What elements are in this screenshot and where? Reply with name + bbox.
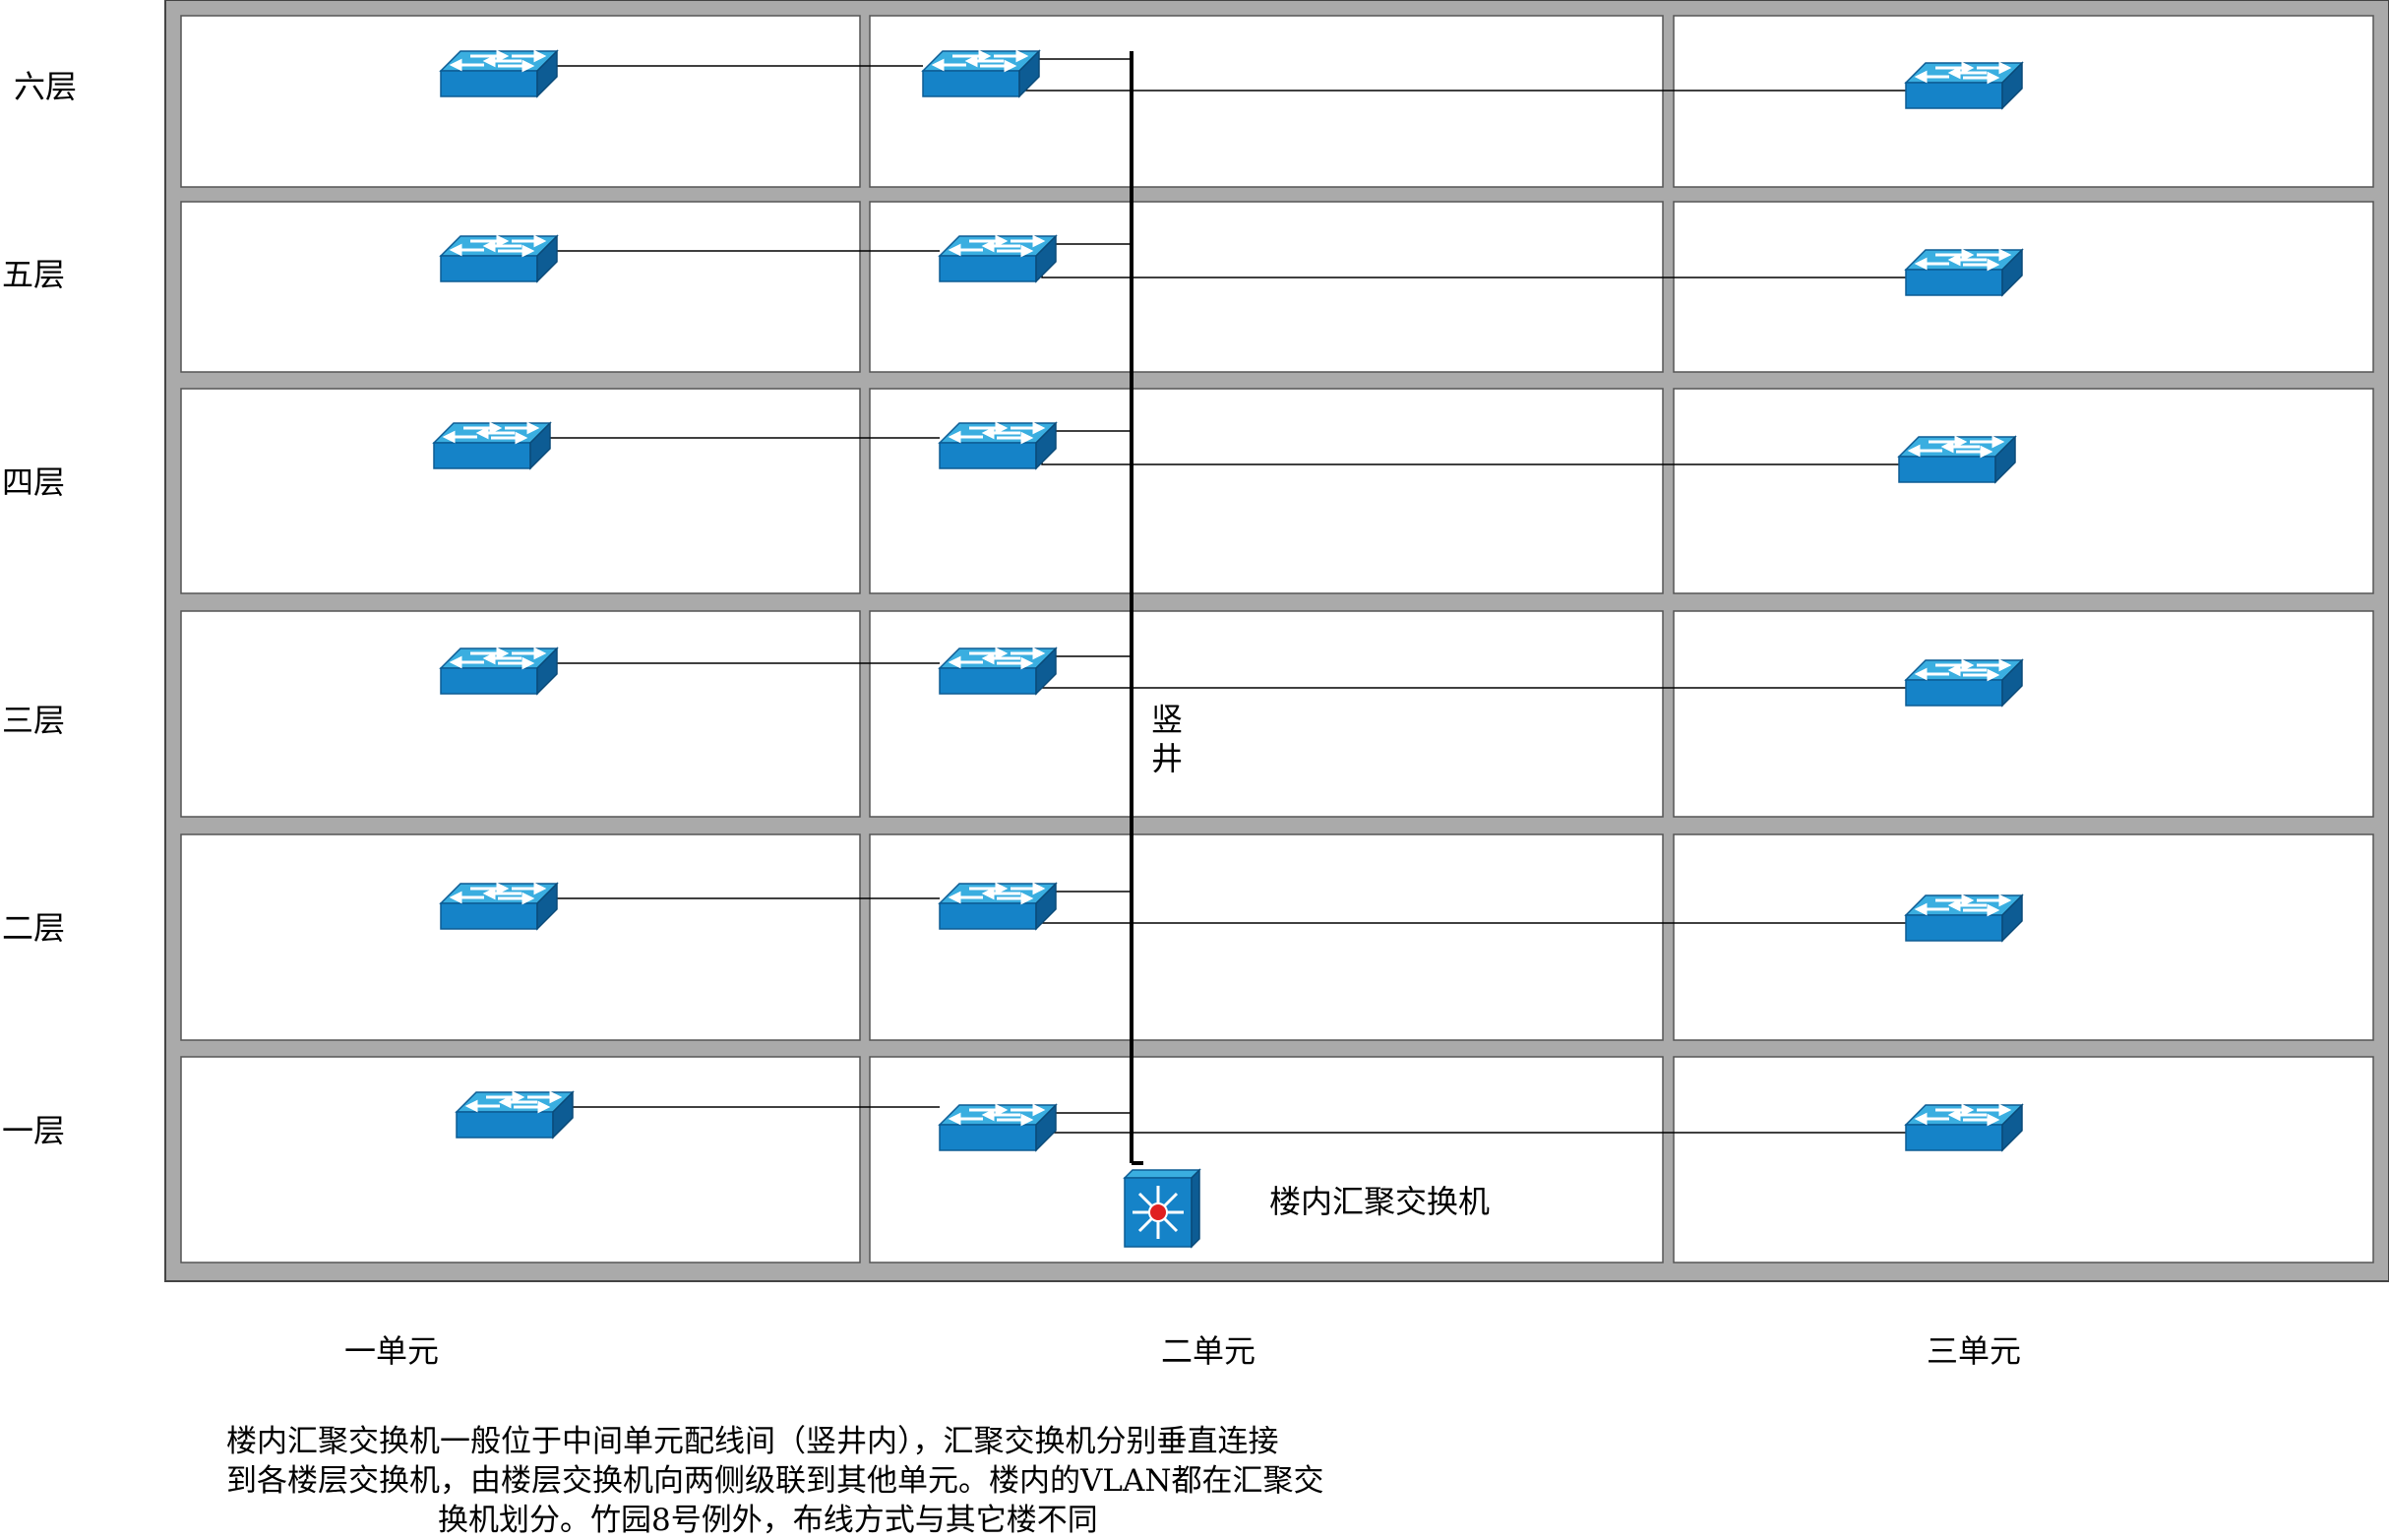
- room-floor4-unit2: [869, 388, 1664, 594]
- room-floor5-unit3: [1673, 201, 2374, 373]
- room-floor5-unit2: [869, 201, 1664, 373]
- unit-label-1: 一单元: [344, 1332, 440, 1370]
- caption-line-2: 到各楼层交换机，由楼层交换机向两侧级联到其他单元。楼内的VLAN都在汇聚交: [226, 1463, 1324, 1499]
- building-rooms: [180, 15, 2374, 1263]
- workgroup-switch-icon: [439, 882, 559, 931]
- room-floor5-unit1: [180, 201, 861, 373]
- room-floor2-unit2: [869, 833, 1664, 1041]
- room-floor6-unit3: [1673, 15, 2374, 188]
- workgroup-switch-icon: [455, 1090, 575, 1140]
- workgroup-switch-icon: [1904, 658, 2024, 708]
- room-floor3-unit1: [180, 610, 861, 818]
- workgroup-switch-icon: [1904, 1103, 2024, 1152]
- floor-label-1: 一层: [2, 1112, 66, 1149]
- shaft-label-char-1: 竖: [1151, 701, 1184, 738]
- floor-label-5: 五层: [2, 256, 66, 293]
- room-floor2-unit1: [180, 833, 861, 1041]
- room-floor3-unit3: [1673, 610, 2374, 818]
- workgroup-switch-icon: [1904, 248, 2024, 297]
- room-floor6-unit1: [180, 15, 861, 188]
- workgroup-switch-icon: [439, 234, 559, 283]
- floor-label-6: 六层: [14, 68, 78, 105]
- room-floor4-unit3: [1673, 388, 2374, 594]
- workgroup-switch-icon: [938, 882, 1058, 931]
- workgroup-switch-icon: [921, 49, 1041, 98]
- room-floor2-unit3: [1673, 833, 2374, 1041]
- room-floor4-unit1: [180, 388, 861, 594]
- workgroup-switch-icon: [439, 49, 559, 98]
- floor-label-4: 四层: [2, 463, 66, 501]
- unit-label-2: 二单元: [1161, 1332, 1256, 1370]
- floor-label-2: 二层: [2, 909, 66, 947]
- workgroup-switch-icon: [938, 1103, 1058, 1152]
- core-switch-label: 楼内汇聚交换机: [1269, 1183, 1491, 1220]
- unit-label-3: 三单元: [1927, 1332, 2022, 1370]
- caption-line-1: 楼内汇聚交换机一般位于中间单元配线间（竖井内），汇聚交换机分别垂直连接: [226, 1424, 1279, 1459]
- room-floor1-unit1: [180, 1056, 861, 1263]
- room-floor1-unit2: [869, 1056, 1664, 1263]
- room-floor1-unit3: [1673, 1056, 2374, 1263]
- workgroup-switch-icon: [938, 234, 1058, 283]
- workgroup-switch-icon: [432, 421, 552, 470]
- workgroup-switch-icon: [1897, 435, 2017, 484]
- workgroup-switch-icon: [439, 647, 559, 696]
- floor-label-3: 三层: [2, 702, 66, 739]
- caption-line-3: 换机划分。竹园8号例外，布线方式与其它楼不同: [438, 1503, 1098, 1538]
- layer3-switch-icon: [1123, 1168, 1201, 1249]
- room-floor3-unit2: [869, 610, 1664, 818]
- shaft-label-char-2: 井: [1151, 740, 1184, 777]
- workgroup-switch-icon: [938, 421, 1058, 470]
- workgroup-switch-icon: [938, 647, 1058, 696]
- workgroup-switch-icon: [1904, 61, 2024, 110]
- workgroup-switch-icon: [1904, 893, 2024, 943]
- room-floor6-unit2: [869, 15, 1664, 188]
